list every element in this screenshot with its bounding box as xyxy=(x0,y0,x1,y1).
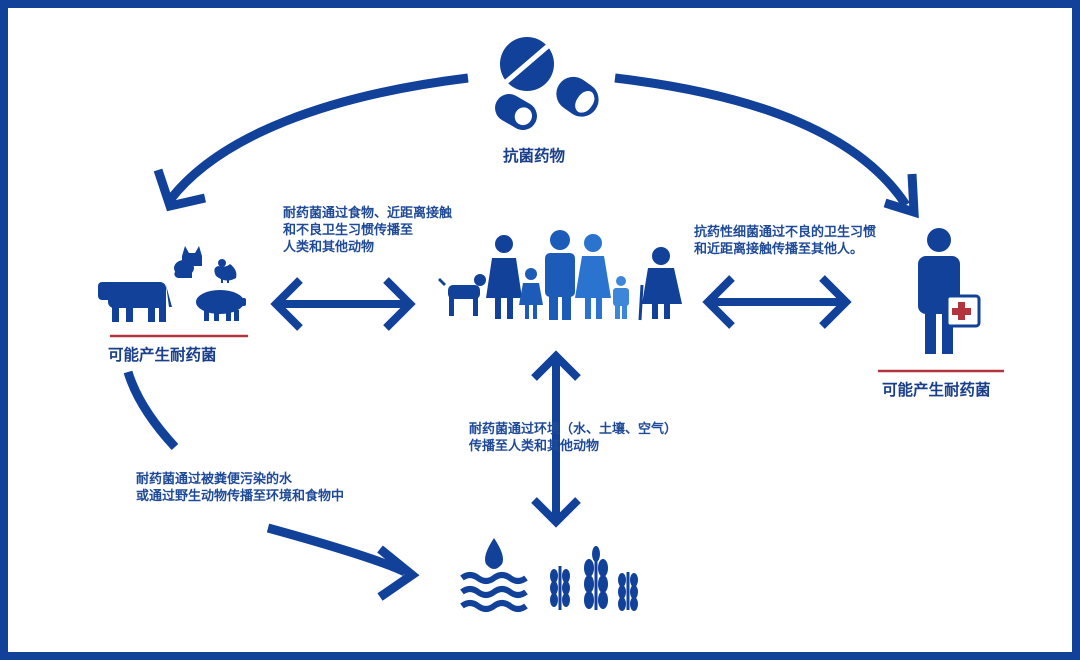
arrowhead-patient xyxy=(883,173,919,219)
edge-line: 抗药性细菌通过不良的卫生习惯 xyxy=(694,225,877,240)
arrow-antibiotics-to-animals xyxy=(166,73,469,203)
arrow-animals-to-environment-bottom xyxy=(266,523,407,577)
pig-icon xyxy=(196,290,246,321)
arrow-animals-to-environment-top xyxy=(123,370,179,451)
edge-line: 和不良卫生习惯传播至 xyxy=(283,223,414,238)
patient-label: 可能产生耐药菌 xyxy=(882,381,991,399)
edge-line: 或通过野生动物传播至环境和食物中 xyxy=(136,489,345,504)
girl-icon xyxy=(519,268,543,319)
double-arrow-people-patient xyxy=(702,275,852,329)
water-drop-icon xyxy=(460,538,528,612)
woman-icon xyxy=(486,235,522,319)
chicken-icon xyxy=(214,259,237,283)
animals-label: 可能产生耐药菌 xyxy=(108,346,217,364)
edge-animals-environment-text: 耐药菌通过被粪便污染的水 或通过野生动物传播至环境和食物中 xyxy=(136,471,344,505)
edge-animals-people-text: 耐药菌通过食物、近距离接触 和不良卫生习惯传播至 人类和其他动物 xyxy=(283,205,452,256)
edge-line: 耐药菌通过被粪便污染的水 xyxy=(136,472,293,487)
double-arrow-animals-people xyxy=(270,277,416,331)
arrow-antibiotics-to-patient xyxy=(614,73,910,208)
cat-icon xyxy=(174,246,202,278)
patient-icon xyxy=(918,228,981,354)
edge-line: 耐药菌通过环境（水、土壤、空气） xyxy=(469,422,678,437)
arrowhead-environment xyxy=(377,545,420,601)
water-and-crops-icon xyxy=(460,538,638,612)
wheat-icon xyxy=(550,546,638,611)
double-arrow-people-environment xyxy=(531,350,581,528)
man-icon xyxy=(545,230,575,320)
dog-icon xyxy=(438,274,486,316)
edge-line: 人类和其他动物 xyxy=(283,240,375,255)
edge-line: 传播至人类和其他动物 xyxy=(469,439,600,454)
family-icon xyxy=(438,230,682,321)
grandmother-icon xyxy=(638,247,682,321)
edge-people-environment-text: 耐药菌通过环境（水、土壤、空气） 传播至人类和其他动物 xyxy=(469,421,677,455)
edge-people-patient-text: 抗药性细菌通过不良的卫生习惯 和近距离接触传播至其他人。 xyxy=(694,224,876,258)
arrowhead-animals xyxy=(153,168,207,212)
antibiotics-label: 抗菌药物 xyxy=(503,147,566,165)
livestock-icon xyxy=(98,246,246,322)
woman2-icon xyxy=(575,234,611,319)
edge-line: 耐药菌通过食物、近距离接触 xyxy=(283,206,453,221)
pills-icon xyxy=(495,37,599,130)
boy-icon xyxy=(613,276,629,319)
edge-line: 和近距离接触传播至其他人。 xyxy=(694,242,864,257)
cow-icon xyxy=(98,282,172,322)
